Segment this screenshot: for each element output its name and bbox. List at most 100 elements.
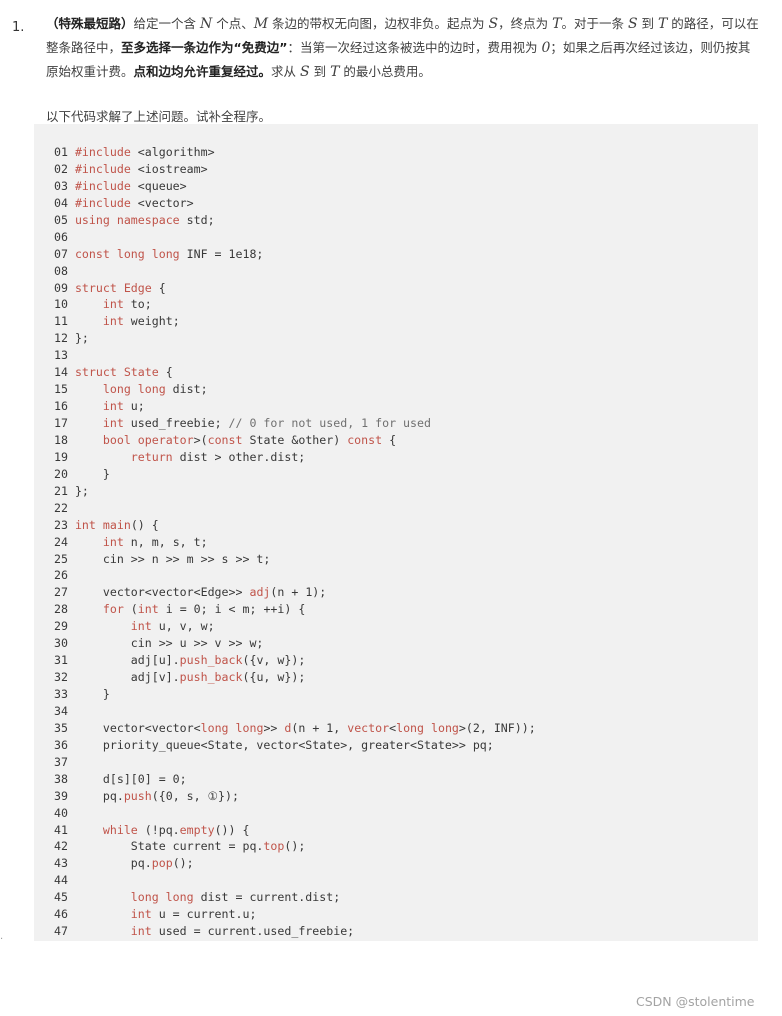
code-token: d — [284, 720, 292, 735]
code-token: priority_queue<State, vector<State>, gre… — [102, 737, 494, 752]
code-token: int — [130, 907, 152, 922]
code-token: (n + 1, — [291, 720, 348, 735]
code-token: push_back — [179, 653, 243, 668]
code-line: 14 struct State { — [54, 364, 536, 381]
code-token: adj[u]. — [130, 653, 180, 668]
code-line: 11 int weight; — [54, 313, 536, 330]
desc-text: 给定一个含 — [133, 16, 200, 31]
code-token: operator — [137, 432, 194, 447]
code-line: 17 int used_freebie; // 0 for not used, … — [54, 415, 536, 432]
code-token: return — [130, 449, 173, 464]
code-token: #include — [74, 195, 131, 210]
line-number: 17 — [54, 416, 103, 430]
code-token: { — [158, 365, 173, 380]
line-number: 12 — [54, 331, 75, 346]
line-number: 16 — [54, 399, 103, 414]
code-token: const — [207, 432, 243, 447]
code-token: ()) { — [214, 822, 250, 837]
math-s: S — [488, 16, 499, 32]
line-number: 39 — [54, 788, 103, 803]
code-content[interactable]: 01 #include <algorithm>02 #include <iost… — [54, 144, 536, 940]
emphasis-text: 至多选择一条边作为“免费边” — [121, 40, 288, 55]
code-token: State &other) — [242, 432, 348, 447]
code-token — [117, 281, 124, 295]
code-line: 44 — [54, 872, 536, 889]
code-token: INF = 1e18; — [179, 246, 264, 261]
code-token: int — [130, 619, 152, 634]
code-line: 20 } — [54, 466, 536, 483]
code-line: 06 — [54, 229, 536, 246]
code-token: while — [102, 822, 138, 837]
code-line: 03 #include <queue> — [54, 178, 536, 195]
line-number: 43 — [54, 856, 131, 871]
code-line: 25 cin >> n >> m >> s >> t; — [54, 551, 536, 568]
watermark: CSDN @stolentime — [636, 994, 755, 1009]
line-number: 21 — [54, 483, 75, 498]
math-s: S — [627, 16, 638, 32]
code-token: >( — [193, 432, 208, 447]
code-token: dist = current.dist; — [193, 890, 341, 905]
code-token: used = current.used_freebie; — [151, 924, 355, 939]
code-line: 23 int main() { — [54, 517, 536, 534]
code-token: u; — [123, 399, 145, 414]
code-token: pq. — [102, 788, 124, 803]
code-token: }; — [74, 331, 89, 346]
desc-text: 条边的带权无向图，边权非负。起点为 — [268, 16, 489, 31]
code-token: State — [123, 365, 159, 380]
code-line: 21 }; — [54, 483, 536, 500]
code-token: ({0, s, ①}); — [151, 788, 239, 803]
code-line: 27 vector<vector<Edge>> adj(n + 1); — [54, 584, 536, 601]
code-line: 42 State current = pq.top(); — [54, 838, 536, 855]
code-block[interactable]: 01 #include <algorithm>02 #include <iost… — [34, 124, 758, 941]
code-token: int — [102, 534, 124, 549]
code-token: >(2, INF)); — [458, 720, 536, 735]
code-token: d[s][0] = 0; — [102, 771, 187, 786]
desc-text: ；如果之后再次经过该边，则仍按其原始权重计费。 — [46, 40, 751, 79]
line-number: 01 — [54, 145, 75, 159]
line-number: 07 — [54, 246, 75, 261]
code-token: n, m, s, t; — [123, 534, 208, 549]
code-line: 07 const long long INF = 1e18; — [54, 246, 536, 263]
code-token: #include — [74, 178, 131, 193]
code-line: 31 adj[u].push_back({v, w}); — [54, 652, 536, 669]
math-s: S — [300, 64, 310, 80]
code-token: u = current.u; — [151, 907, 257, 922]
code-line: 39 pq.push({0, s, ①}); — [54, 788, 536, 805]
code-token: std; — [179, 212, 215, 227]
line-number: 06 — [54, 229, 68, 244]
code-token: dist > other.dist; — [172, 449, 306, 464]
code-token: adj — [249, 585, 271, 600]
line-number: 42 — [54, 839, 131, 854]
line-number: 18 — [54, 432, 103, 447]
line-number: 04 — [54, 195, 75, 210]
code-line: 37 — [54, 754, 536, 771]
line-number: 37 — [54, 754, 68, 769]
code-token: ({u, w}); — [242, 670, 306, 685]
math-t: T — [552, 16, 562, 32]
line-number: 19 — [54, 449, 131, 464]
code-token: #include — [74, 161, 131, 176]
line-number: 29 — [54, 619, 131, 634]
code-token: <algorithm> — [130, 145, 215, 159]
line-number: 28 — [54, 602, 103, 617]
line-number: 20 — [54, 466, 103, 481]
line-number: 08 — [54, 263, 68, 278]
code-token: }; — [74, 483, 89, 498]
code-line: 01 #include <algorithm> — [54, 144, 536, 161]
code-line: 15 long long dist; — [54, 381, 536, 398]
code-token — [117, 365, 124, 379]
code-line: 33 } — [54, 686, 536, 703]
line-number: 33 — [54, 687, 103, 701]
code-line: 34 — [54, 703, 536, 720]
code-line: 32 adj[v].push_back({u, w}); — [54, 669, 536, 686]
problem-description: （特殊最短路）给定一个含 N 个点、M 条边的带权无向图，边权非负。起点为 S，… — [46, 12, 762, 84]
code-token: State current = pq. — [130, 839, 264, 854]
line-number: 05 — [54, 212, 75, 227]
code-token: vector — [347, 720, 390, 735]
code-line: 35 vector<vector<long long>> d(n + 1, ve… — [54, 720, 536, 737]
code-token: <queue> — [130, 178, 187, 193]
code-line: 46 int u = current.u; — [54, 906, 536, 923]
line-number: 35 — [54, 720, 103, 735]
code-line: 12 }; — [54, 330, 536, 347]
code-line: 09 struct Edge { — [54, 280, 536, 297]
